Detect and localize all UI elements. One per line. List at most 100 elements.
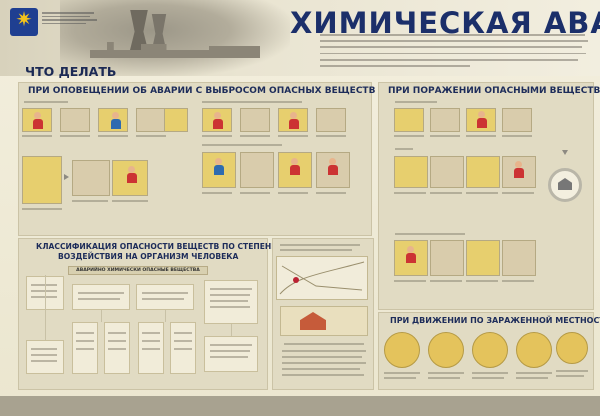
picture-first-aid — [394, 108, 424, 132]
text-placeholder — [210, 356, 248, 358]
caption-placeholder — [112, 200, 148, 202]
hospital-building-icon — [558, 178, 572, 190]
person-illustration — [215, 158, 222, 165]
person-illustration — [329, 158, 336, 165]
caption-placeholder — [316, 192, 346, 194]
person-illustration — [128, 166, 135, 173]
picture-family — [22, 156, 62, 204]
movement-picture-round — [384, 332, 420, 368]
alert-section — [18, 82, 372, 236]
caption-placeholder — [202, 135, 232, 137]
picture-washing — [240, 152, 274, 188]
caption-placeholder — [22, 135, 52, 137]
caption-placeholder — [394, 192, 426, 194]
caption-placeholder — [430, 135, 460, 137]
caption-placeholder — [394, 280, 426, 282]
smoke-cloud-illustration — [60, 0, 290, 76]
caption-placeholder — [278, 192, 308, 194]
caption-placeholder — [516, 372, 552, 374]
label-placeholder — [202, 144, 282, 146]
text-placeholder — [174, 340, 192, 342]
label-placeholder — [395, 101, 437, 103]
person-illustration — [214, 165, 224, 175]
connector-line — [45, 275, 46, 340]
picture-valve — [136, 108, 166, 132]
person-illustration — [291, 158, 298, 165]
person-illustration — [112, 112, 119, 119]
label-placeholder — [24, 101, 68, 103]
picture-mask — [60, 108, 90, 132]
connector-line — [165, 310, 166, 322]
movement-section-title: ПРИ ДВИЖЕНИИ ПО ЗАРАЖЕННОЙ МЕСТНОСТИ — [390, 316, 600, 325]
caption-placeholder — [384, 372, 420, 374]
caption-placeholder — [466, 192, 498, 194]
connector-line — [231, 324, 232, 336]
caption-placeholder — [136, 135, 166, 137]
injury-section-title: ПРИ ПОРАЖЕНИИ ОПАСНЫМИ ВЕЩЕСТВАМИ — [388, 86, 600, 96]
text-placeholder — [142, 332, 160, 334]
classification-box — [26, 340, 64, 374]
connector-line — [101, 310, 102, 322]
caption-placeholder — [428, 377, 460, 379]
caption-placeholder — [502, 280, 534, 282]
text-placeholder — [142, 292, 188, 294]
caption-placeholder — [240, 192, 270, 194]
hospital-circle-icon — [548, 168, 582, 202]
picture-skin-wash — [394, 156, 428, 188]
intro-text-placeholder — [320, 34, 590, 67]
movement-picture-round — [556, 332, 588, 364]
person-illustration — [214, 112, 221, 119]
caption-placeholder — [556, 370, 588, 372]
caption-placeholder — [430, 192, 462, 194]
picture-stomach — [430, 240, 464, 276]
classification-box — [204, 336, 258, 372]
text-placeholder — [142, 348, 160, 350]
emission-map-lines — [279, 261, 365, 295]
movement-picture-round — [516, 332, 552, 368]
title-placeholder — [284, 343, 364, 345]
text-placeholder — [108, 332, 126, 334]
text-placeholder — [31, 348, 57, 350]
person-illustration — [33, 119, 43, 129]
classification-title-line2: ВОЗДЕЙСТВИЯ НА ОРГАНИЗМ ЧЕЛОВЕКА — [58, 252, 239, 261]
label-placeholder — [395, 148, 413, 150]
text-placeholder — [210, 344, 252, 346]
caption-placeholder — [384, 377, 416, 379]
person-illustration — [328, 165, 338, 175]
caption-placeholder — [98, 135, 128, 137]
emblem-logo — [10, 8, 38, 36]
caption-placeholder — [466, 280, 498, 282]
text-placeholder — [31, 284, 57, 286]
person-illustration — [477, 118, 487, 128]
caption-placeholder — [472, 377, 504, 379]
person-illustration — [289, 119, 299, 129]
text-placeholder — [282, 350, 366, 352]
person-illustration — [127, 173, 137, 183]
text-placeholder — [282, 356, 362, 358]
caption-placeholder — [60, 135, 90, 137]
picture-building — [240, 108, 270, 132]
caption-placeholder — [72, 200, 108, 202]
text-placeholder — [174, 332, 192, 334]
caption-placeholder — [466, 135, 496, 137]
person-illustration — [34, 112, 41, 119]
caption-placeholder — [472, 372, 508, 374]
caption-placeholder — [502, 135, 532, 137]
classification-root-box: АВАРИЙНО ХИМИЧЕСКИ ОПАСНЫЕ ВЕЩЕСТВА — [68, 266, 208, 275]
text-placeholder — [210, 306, 250, 308]
person-illustration — [111, 119, 121, 129]
picture-stairs — [316, 108, 346, 132]
text-placeholder — [210, 294, 250, 296]
picture-enema — [502, 240, 536, 276]
text-placeholder — [210, 350, 250, 352]
caption-placeholder — [22, 208, 62, 210]
text-placeholder — [76, 340, 94, 342]
text-placeholder — [78, 292, 124, 294]
picture-bottles — [72, 160, 110, 196]
text-placeholder — [142, 298, 184, 300]
title-placeholder — [280, 244, 360, 246]
picture-medicine — [502, 108, 532, 132]
classification-title-line1: КЛАССИФИКАЦИЯ ОПАСНОСТИ ВЕЩЕСТВ ПО СТЕПЕ… — [36, 242, 278, 251]
caption-placeholder — [202, 192, 232, 194]
